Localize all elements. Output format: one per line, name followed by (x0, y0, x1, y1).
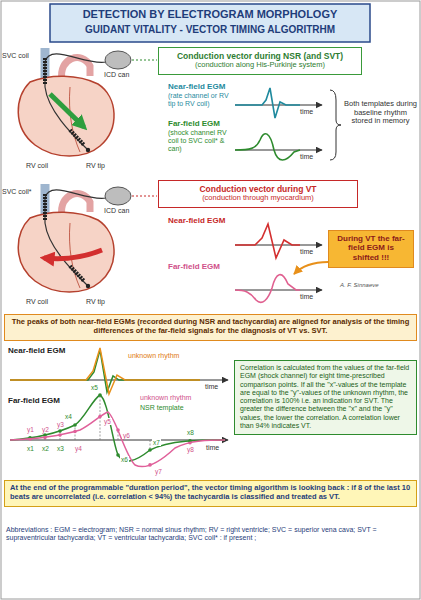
label: x5 (90, 384, 99, 391)
label: x7 (152, 439, 161, 446)
info-box: At the end of the programmable "duration… (4, 480, 417, 507)
label: RV tip (86, 298, 105, 306)
heart-drawing (18, 48, 131, 156)
label: Abbreviations : EGM = electrogram; NSR =… (6, 526, 415, 542)
info-box: Conduction vector during NSR (and SVT)(c… (158, 47, 362, 75)
label: GUIDANT VITALITY - VECTOR TIMING ALGORIT… (50, 24, 370, 36)
conduction-arrow (50, 94, 84, 127)
box-text: Correlation is calculated from the value… (240, 364, 411, 430)
label: time (206, 444, 219, 452)
far-field-trace (235, 134, 300, 160)
label: Near-field EGM (168, 216, 225, 225)
label: y4 (74, 445, 83, 452)
near-field-trace (235, 88, 300, 118)
label: unknown rhythm (140, 394, 191, 402)
label: y6 (122, 432, 131, 439)
box-text: (conduction through myocardium) (164, 194, 352, 203)
label: y3 (56, 421, 65, 428)
label: A. F. Sinnaeve (340, 282, 379, 289)
label: x1 (26, 445, 35, 452)
info-box: The peaks of both near-field EGMs (recor… (4, 314, 417, 341)
far-field-trace (235, 275, 300, 303)
label: x6 (120, 456, 129, 463)
label: time (300, 293, 313, 301)
label: y1 (26, 426, 35, 433)
box-text: During VT the far-field EGM is shifted !… (334, 234, 408, 262)
box-text: Conduction vector during VT (164, 184, 352, 194)
info-box: During VT the far-field EGM is shifted !… (328, 230, 414, 268)
label: x2 (41, 445, 50, 452)
box-text: At the end of the programmable "duration… (10, 484, 411, 502)
label: SVC coil (2, 52, 29, 60)
label: x3 (56, 445, 65, 452)
near-field-trace (235, 224, 300, 258)
leader-line (132, 60, 157, 61)
label: RV coil (26, 162, 48, 170)
label: (rate channel or RV tip to RV coil) (168, 92, 234, 108)
title-band (50, 4, 370, 42)
label: RV tip (86, 162, 105, 170)
label: RV coil (26, 298, 48, 306)
label: SVC coil* (2, 188, 32, 196)
leader-line (132, 196, 157, 197)
label: NSR template (140, 404, 184, 412)
label: x8 (186, 429, 195, 436)
box-text: Conduction vector during NSR (and SVT) (164, 51, 356, 61)
label: x4 (64, 413, 73, 420)
label: time (300, 248, 313, 256)
box-text: (conduction along His-Purkinje system) (164, 61, 356, 70)
conduction-arrow (44, 250, 102, 259)
unknown-rhythm-trace (10, 412, 225, 466)
label: ICD can (104, 71, 129, 79)
label: time (300, 153, 313, 161)
label: y8 (186, 446, 195, 453)
heart-nsr (18, 48, 131, 156)
heart-vt (18, 184, 131, 292)
label: y5 (103, 418, 112, 425)
label: ICD can (104, 207, 129, 215)
label: y2 (41, 426, 50, 433)
info-box: Conduction vector during VT(conduction t… (158, 180, 358, 208)
label: time (205, 383, 218, 391)
heart-drawing (18, 184, 131, 292)
label: Near-field EGM (168, 82, 225, 91)
label: (shock channel RV coil to SVC coil* & ca… (168, 129, 234, 153)
label: Far-field EGM (8, 396, 60, 405)
bracket (330, 90, 341, 160)
time-axis (235, 290, 322, 291)
label: time (300, 108, 313, 116)
label: Far-field EGM (168, 119, 220, 128)
box-text: The peaks of both near-field EGMs (recor… (10, 318, 411, 336)
label: Far-field EGM (168, 262, 220, 271)
label: y7 (154, 468, 163, 475)
info-box: Correlation is calculated from the value… (234, 360, 417, 435)
label: unknown rhythm (128, 352, 179, 360)
label: Both templates during baseline rhythm st… (344, 100, 417, 126)
label: Near-field EGM (8, 346, 65, 355)
title: DETECTION BY ELECTROGRAM MORPHOLOGY (50, 8, 370, 21)
pointer-arrow (294, 262, 328, 274)
